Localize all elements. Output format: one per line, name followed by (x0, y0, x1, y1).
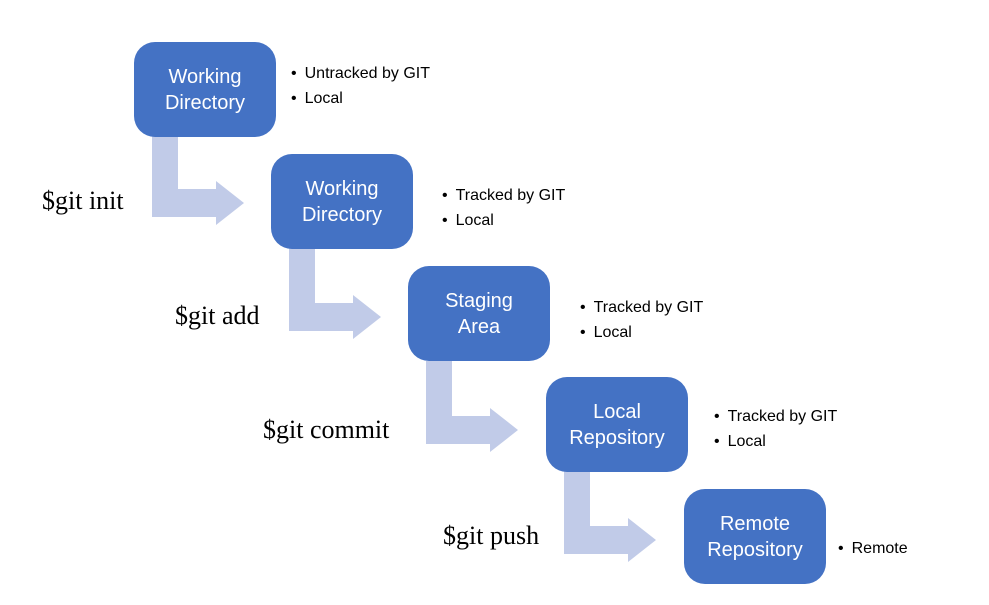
stage-annotations-working-directory-untracked: Untracked by GIT Local (291, 61, 430, 111)
elbow-arrow-git-add (289, 248, 381, 339)
annotation-item: Local (291, 86, 430, 111)
annotation-item: Untracked by GIT (291, 61, 430, 86)
annotation-item: Local (580, 320, 703, 345)
stage-title: Remote Repository (707, 512, 803, 561)
annotation-item: Tracked by GIT (442, 183, 566, 208)
elbow-arrow-git-commit (426, 361, 518, 452)
stage-annotations-remote-repository: Remote (838, 536, 908, 561)
command-label-git-push: $git push (443, 521, 540, 550)
stage-title: Working Directory (164, 65, 245, 114)
stage-title: Working Directory (301, 177, 382, 226)
elbow-arrow-git-init (152, 134, 244, 225)
annotation-item: Local (442, 208, 565, 233)
stage-title: Staging Area (445, 289, 513, 338)
annotation-item: Local (714, 429, 837, 454)
stage-box-remote-repository: Remote Repository (684, 489, 826, 584)
annotation-item: Tracked by GIT (580, 295, 704, 320)
stage-box-staging-area: Staging Area (408, 266, 550, 361)
command-label-git-commit: $git commit (263, 415, 390, 444)
stage-annotations-working-directory-tracked: Tracked by GIT Local (442, 183, 566, 233)
stage-title: Local Repository (569, 400, 665, 449)
command-label-git-add: $git add (175, 301, 260, 330)
stage-box-local-repository: Local Repository (546, 377, 688, 472)
stage-box-working-directory-untracked: Working Directory (134, 42, 276, 137)
annotation-item: Tracked by GIT (714, 404, 838, 429)
stage-box-working-directory-tracked: Working Directory (271, 154, 413, 249)
command-label-git-init: $git init (42, 186, 124, 215)
annotation-item: Remote (838, 536, 908, 561)
stage-annotations-staging-area: Tracked by GIT Local (580, 295, 704, 345)
elbow-arrow-git-push (564, 471, 656, 562)
stage-annotations-local-repository: Tracked by GIT Local (714, 404, 838, 454)
